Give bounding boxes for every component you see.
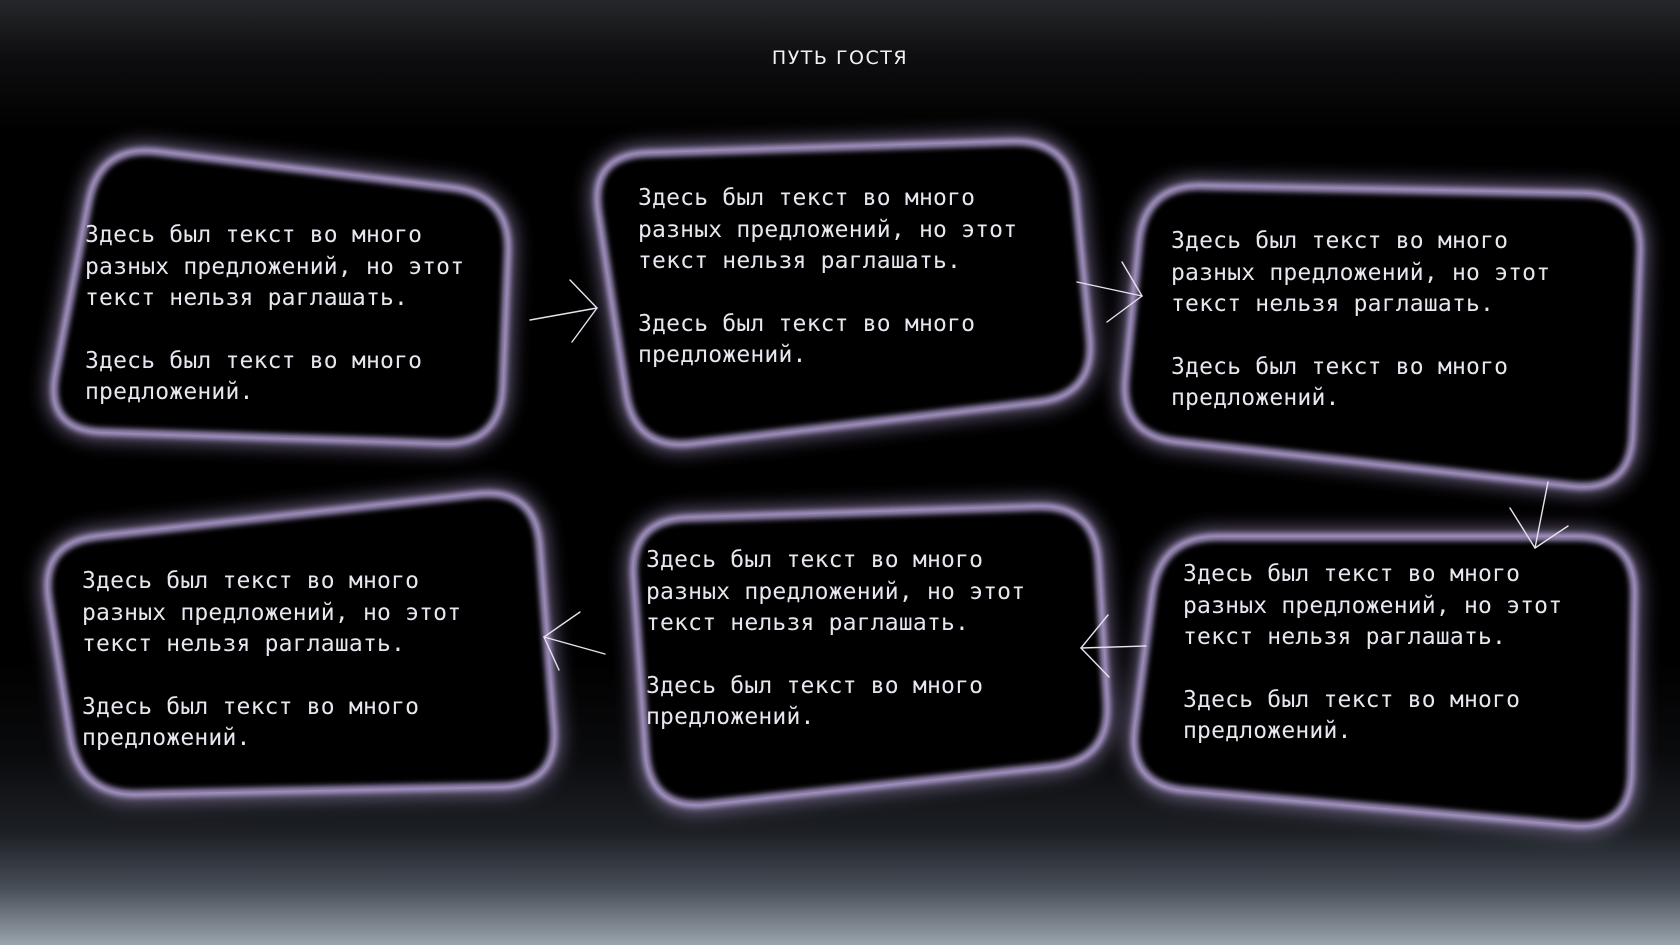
card-6-paragraph-1: Здесь был текст во много разных предложе… [82, 568, 462, 657]
arrow-1-to-2-icon [529, 279, 598, 343]
arrow-head-stroke [569, 279, 598, 309]
card-5-rim [630, 503, 1111, 808]
arrow-3-to-4-icon [1509, 481, 1569, 549]
card-2-text: Здесь был текст во много разных предложе… [638, 183, 1058, 372]
card-6-body [47, 493, 554, 794]
card-4-paragraph-2: Здесь был текст во много предложений. [1183, 686, 1521, 745]
card-3-body [1125, 186, 1640, 487]
card-3-paragraph-2: Здесь был текст во много предложений. [1171, 353, 1509, 412]
card-2-body [597, 141, 1090, 444]
card-1-body [54, 151, 508, 444]
arrow-shaft [529, 307, 598, 321]
arrow-4-to-5-icon [1080, 614, 1147, 678]
arrow-shaft [1080, 645, 1147, 649]
card-3-paragraph-1: Здесь был текст во много разных предложе… [1171, 228, 1551, 317]
arrow-head-stroke [543, 611, 581, 638]
cards-layer [39, 133, 1648, 834]
card-1-rim [50, 147, 512, 447]
arrow-shaft [1534, 481, 1549, 549]
card-4-rim [1131, 533, 1638, 829]
card-6-rim [44, 490, 558, 798]
arrow-head-stroke [571, 307, 598, 343]
card-3 [1117, 178, 1648, 495]
arrow-head-stroke [1080, 647, 1110, 678]
card-4-text: Здесь был текст во много разных предложе… [1183, 559, 1603, 748]
card-2 [589, 133, 1098, 452]
arrow-head-stroke [1080, 614, 1109, 649]
arrows-layer [529, 261, 1569, 678]
card-5-paragraph-2: Здесь был текст во много предложений. [646, 672, 984, 731]
card-1 [46, 143, 516, 452]
card-4-body [1134, 537, 1635, 826]
arrow-shaft [543, 636, 606, 655]
diagram-title: ПУТЬ ГОСТЯ [771, 47, 909, 69]
card-6-text: Здесь был текст во много разных предложе… [82, 566, 502, 755]
card-2-paragraph-1: Здесь был текст во много разных предложе… [638, 185, 1018, 274]
arrow-head-stroke [1509, 507, 1536, 549]
card-6 [39, 485, 562, 802]
card-6-paragraph-2: Здесь был текст во много предложений. [82, 693, 420, 752]
card-5-body [633, 506, 1107, 805]
card-5 [625, 498, 1115, 813]
card-2-paragraph-2: Здесь был текст во много предложений. [638, 310, 976, 369]
card-1-paragraph-1: Здесь был текст во много разных предложе… [85, 222, 465, 311]
card-4 [1126, 529, 1643, 834]
arrow-head-stroke [1534, 525, 1569, 549]
arrow-shaft [1076, 281, 1143, 297]
arrow-5-to-6-icon [543, 611, 606, 671]
card-4-paragraph-1: Здесь был текст во много разных предложе… [1183, 561, 1563, 650]
card-1-paragraph-2: Здесь был текст во много предложений. [85, 347, 423, 406]
card-3-text: Здесь был текст во много разных предложе… [1171, 226, 1591, 415]
arrow-2-to-3-icon [1076, 261, 1143, 323]
arrow-head-stroke [543, 636, 560, 671]
card-1-text: Здесь был текст во много разных предложе… [85, 220, 505, 409]
arrow-head-stroke [1121, 261, 1143, 297]
card-2-rim [594, 138, 1094, 448]
card-3-rim [1121, 182, 1644, 490]
card-5-text: Здесь был текст во много разных предложе… [646, 545, 1066, 734]
card-5-paragraph-1: Здесь был текст во много разных предложе… [646, 547, 1026, 636]
arrow-head-stroke [1106, 295, 1143, 323]
